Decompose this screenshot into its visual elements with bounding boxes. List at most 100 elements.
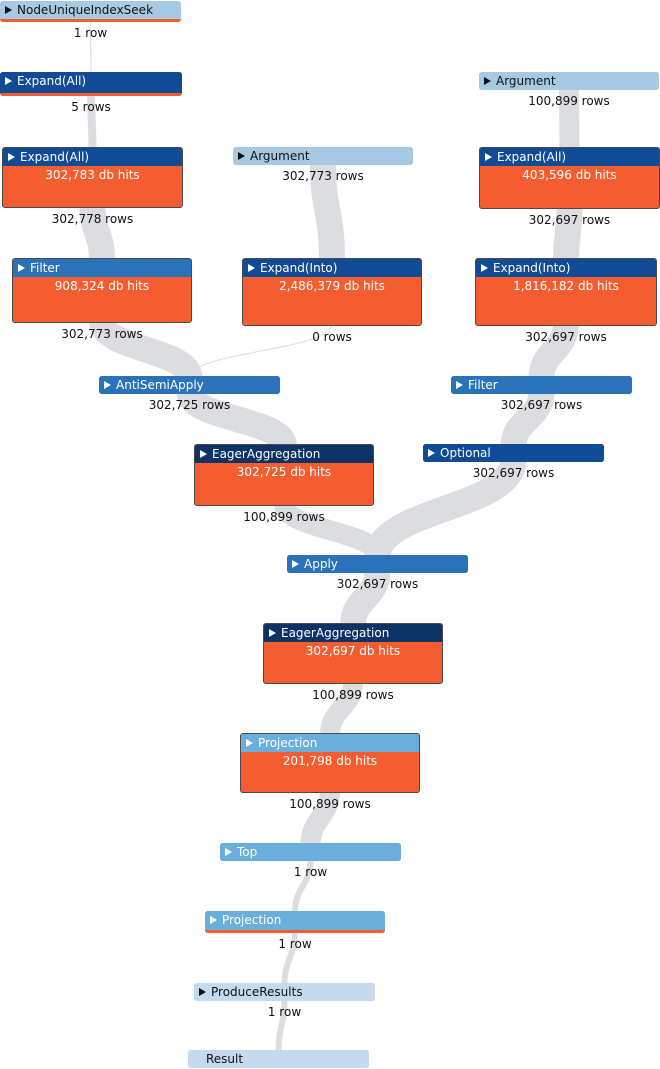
hits-indicator — [0, 93, 182, 96]
operator-header[interactable]: EagerAggregation — [195, 445, 373, 463]
operator-header[interactable]: Expand(Into) — [243, 259, 421, 277]
operator-expand-into[interactable]: Expand(Into)2,486,379 db hits — [242, 258, 422, 326]
expand-triangle-icon[interactable] — [428, 449, 435, 457]
operator-nodeuniqueindexseek[interactable]: NodeUniqueIndexSeek — [0, 1, 181, 22]
flow-edge — [553, 206, 583, 261]
operator-label: Expand(Into) — [260, 261, 338, 275]
flow-edge — [90, 19, 92, 75]
operator-antisemiapply[interactable]: AntiSemiApply — [99, 376, 280, 394]
row-count: 100,899 rows — [528, 94, 610, 108]
operator-header[interactable]: Expand(Into) — [476, 259, 656, 277]
operator-label: Expand(All) — [17, 74, 87, 88]
row-count: 302,778 rows — [51, 212, 134, 226]
operator-top[interactable]: Top — [220, 843, 401, 861]
expand-triangle-icon[interactable] — [18, 264, 25, 272]
operator-label: Expand(All) — [20, 150, 90, 164]
expand-triangle-icon[interactable] — [225, 848, 232, 856]
operator-header[interactable]: Argument — [479, 72, 659, 90]
row-count: 100,899 rows — [312, 688, 394, 702]
operator-argument[interactable]: Argument — [479, 72, 659, 90]
operator-label: Argument — [250, 149, 310, 163]
flow-edge — [87, 93, 97, 150]
hits-indicator — [0, 19, 181, 22]
expand-triangle-icon[interactable] — [5, 6, 12, 14]
flow-edge — [89, 317, 203, 382]
expand-triangle-icon[interactable] — [199, 988, 206, 996]
db-hits: 201,798 db hits — [282, 754, 378, 768]
operator-label: ProduceResults — [211, 985, 303, 999]
expand-triangle-icon[interactable] — [484, 77, 491, 85]
flow-edge — [320, 681, 363, 736]
expand-triangle-icon[interactable] — [269, 629, 276, 637]
operator-expand-all[interactable]: Expand(All)302,783 db hits — [2, 147, 183, 208]
operator-header[interactable]: Filter — [13, 259, 191, 277]
operator-header[interactable]: Projection — [241, 734, 419, 752]
operator-expand-all[interactable]: Expand(All) — [0, 72, 182, 96]
operator-header[interactable]: Argument — [233, 147, 413, 165]
operator-projection[interactable]: Projection — [205, 911, 385, 933]
expand-triangle-icon[interactable] — [485, 153, 492, 161]
operator-eageraggregation[interactable]: EagerAggregation 302,697 db hits — [263, 623, 443, 684]
operator-header[interactable]: Result — [188, 1050, 369, 1068]
row-count: 302,697 rows — [500, 398, 583, 412]
operator-header[interactable]: Expand(All) — [480, 148, 659, 166]
flow-edge — [528, 322, 579, 380]
operator-header[interactable]: Expand(All) — [0, 72, 182, 90]
flow-edge — [275, 998, 288, 1053]
operator-header[interactable]: Filter — [451, 376, 632, 394]
row-count: 1 row — [278, 937, 312, 951]
operator-label: Filter — [468, 378, 498, 392]
operator-header[interactable]: Expand(All) — [3, 148, 182, 166]
row-count: 302,773 rows — [282, 169, 364, 183]
expand-triangle-icon[interactable] — [104, 381, 111, 389]
operator-label: Top — [237, 845, 258, 859]
flow-edge — [340, 569, 391, 627]
operator-header[interactable]: Projection — [205, 911, 385, 929]
expand-triangle-icon[interactable] — [200, 450, 207, 458]
db-hits: 302,697 db hits — [305, 644, 401, 658]
operator-header[interactable]: NodeUniqueIndexSeek — [0, 1, 181, 19]
row-count: 100,899 rows — [243, 510, 325, 524]
operator-header[interactable]: Top — [220, 843, 401, 861]
row-count: 0 rows — [312, 330, 352, 344]
operator-label: EagerAggregation — [281, 626, 390, 640]
operator-result[interactable]: Result — [188, 1050, 369, 1068]
expand-triangle-icon[interactable] — [292, 560, 299, 568]
operator-optional[interactable]: Optional — [423, 444, 604, 462]
operator-apply[interactable]: Apply — [287, 555, 468, 573]
flow-edge — [500, 390, 555, 448]
flow-edge — [281, 930, 298, 986]
flow-edge — [364, 457, 527, 560]
expand-triangle-icon[interactable] — [248, 264, 255, 272]
operator-label: Filter — [30, 261, 60, 275]
row-count: 302,697 rows — [336, 577, 419, 591]
operator-filter[interactable]: Filter — [451, 376, 632, 394]
operator-expand-into[interactable]: Expand(Into)1,816,182 db hits — [475, 258, 657, 326]
flow-edge — [292, 858, 314, 914]
row-count: 302,725 rows — [148, 398, 231, 412]
operator-label: Argument — [496, 74, 556, 88]
expand-triangle-icon[interactable] — [238, 152, 245, 160]
expand-triangle-icon[interactable] — [210, 916, 217, 924]
operator-header[interactable]: ProduceResults — [194, 983, 375, 1001]
operator-header[interactable]: EagerAggregation — [264, 624, 442, 642]
operator-produceresults[interactable]: ProduceResults — [194, 983, 375, 1001]
row-count: 100,899 rows — [289, 797, 371, 811]
operator-projection[interactable]: Projection 201,798 db hits — [240, 733, 420, 793]
expand-triangle-icon[interactable] — [8, 153, 15, 161]
expand-triangle-icon[interactable] — [481, 264, 488, 272]
expand-triangle-icon[interactable] — [246, 739, 253, 747]
flow-edge — [189, 323, 333, 379]
expand-triangle-icon[interactable] — [5, 77, 12, 85]
operator-header[interactable]: Apply — [287, 555, 468, 573]
expand-triangle-icon[interactable] — [456, 381, 463, 389]
hits-indicator — [205, 930, 385, 933]
operator-expand-all[interactable]: Expand(All)403,596 db hits — [479, 147, 660, 209]
row-count: 1 row — [73, 26, 108, 40]
operator-argument[interactable]: Argument — [233, 147, 413, 165]
operator-header[interactable]: Optional — [423, 444, 604, 462]
operator-header[interactable]: AntiSemiApply — [99, 376, 280, 394]
